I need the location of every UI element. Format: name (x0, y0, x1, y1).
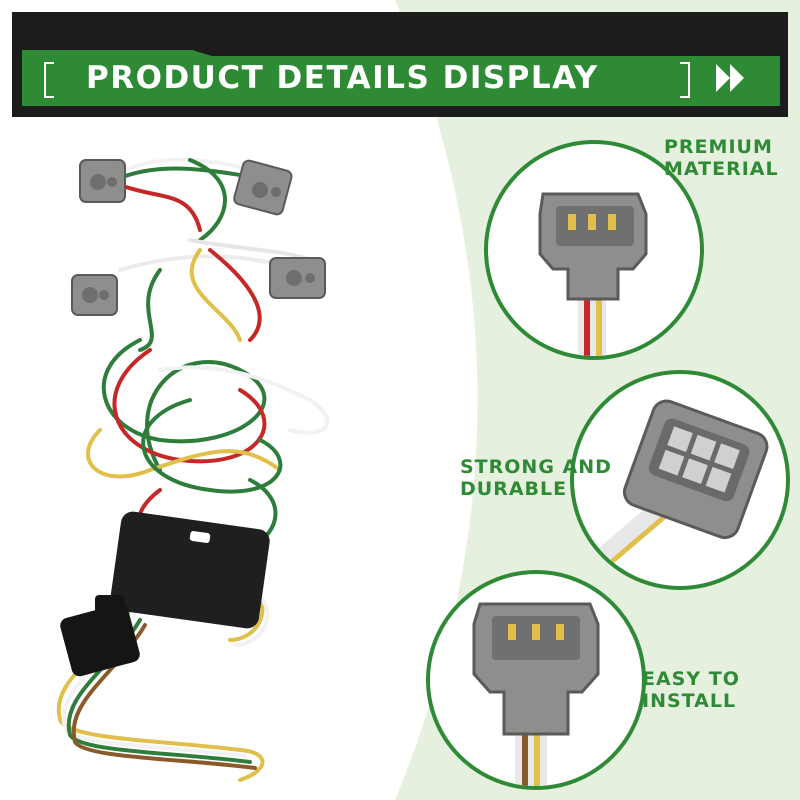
double-chevron-right-icon (716, 64, 744, 92)
detail-circle-durable (570, 370, 790, 590)
feature-label-premium: PREMIUM MATERIAL (664, 136, 779, 180)
wiring-harness-image (56, 157, 330, 782)
banner-ribbon (22, 50, 780, 106)
connector-plug-icon (472, 602, 600, 786)
feature-label-install: EASY TO INSTALL (642, 668, 740, 712)
feature-label-line: STRONG AND (460, 456, 612, 478)
banner-title: PRODUCT DETAILS DISPLAY (86, 60, 599, 96)
feature-label-line: EASY TO (642, 668, 740, 690)
feature-label-line: INSTALL (642, 690, 737, 712)
title-bracket-left (44, 62, 54, 98)
connector-closeup-icon (538, 192, 648, 356)
title-bracket-right (680, 62, 690, 98)
feature-label-line: DURABLE (460, 478, 568, 500)
feature-label-line: PREMIUM (664, 136, 773, 158)
feature-label-line: MATERIAL (664, 158, 779, 180)
connector-socket-icon (588, 399, 769, 572)
detail-circle-premium (484, 140, 704, 360)
feature-label-durable: STRONG AND DURABLE (460, 456, 612, 500)
detail-circle-install (426, 570, 646, 790)
